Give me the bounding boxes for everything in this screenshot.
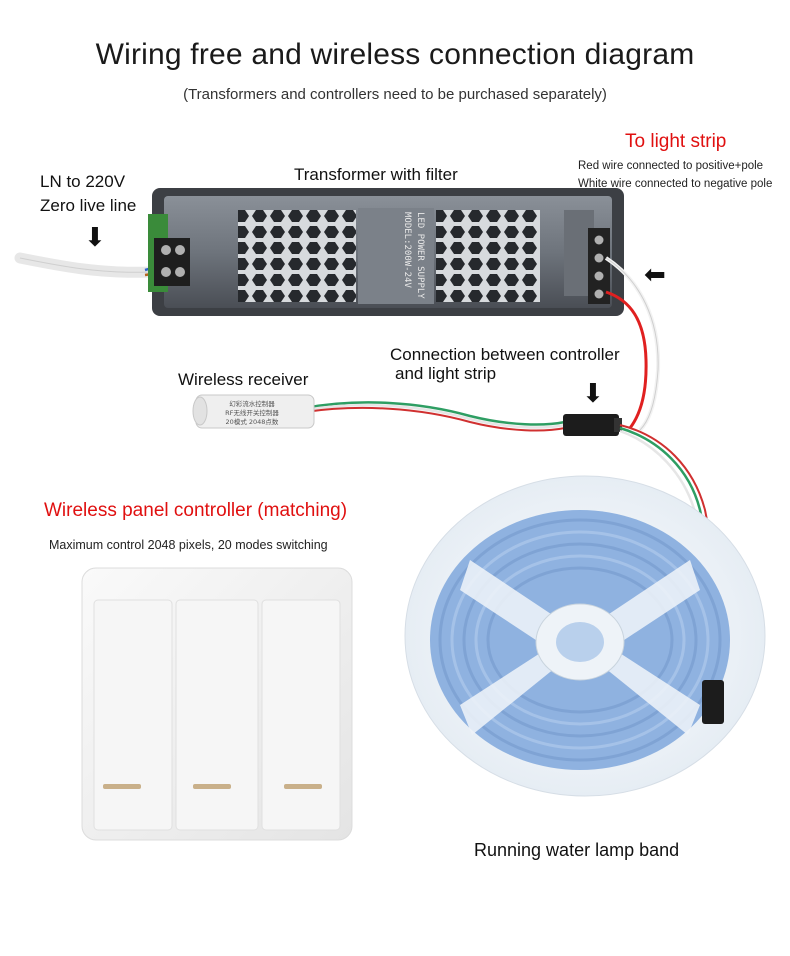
wall-panel-device: [81, 567, 353, 841]
panel-controller-label: Wireless panel controller (matching): [44, 500, 348, 521]
transformer-print-line1: LED POWER SUPPLY: [415, 212, 425, 299]
ln-label-line1: LN to 220V: [40, 172, 126, 191]
transformer-label: Transformer with filter: [294, 165, 458, 184]
panel-spec-label: Maximum control 2048 pixels, 20 modes sw…: [49, 538, 328, 552]
to-light-strip-label: To light strip: [625, 131, 727, 152]
transformer: [148, 188, 624, 316]
receiver-print-3: 20模式 2048点数: [226, 417, 279, 426]
receiver-print-2: RF无线开关控制器: [225, 408, 279, 417]
lamp-band-label: Running water lamp band: [474, 840, 680, 860]
transformer-print: LED POWER SUPPLY MODEL:200W-24V: [366, 212, 426, 300]
connection-label-line1: Connection between controller: [390, 345, 620, 364]
mains-cable: [14, 252, 166, 278]
wireless-receiver-label: Wireless receiver: [178, 370, 309, 389]
white-wire-note: White wire connected to negative pole: [578, 178, 773, 190]
transformer-print-line2: MODEL:200W-24V: [402, 212, 412, 288]
down-arrow-icon: ⬇: [582, 378, 604, 408]
connection-label-line2: and light strip: [395, 364, 497, 383]
receiver-print-1: 幻彩流水控制器: [229, 399, 275, 408]
ln-label-line2: Zero live line: [40, 196, 137, 215]
wireless-receiver: 幻彩流水控制器 RF无线开关控制器 20模式 2048点数: [192, 394, 566, 432]
left-arrow-icon: ⬅: [644, 259, 666, 289]
page-subtitle: (Transformers and controllers need to be…: [183, 86, 607, 103]
output-wires: [604, 256, 661, 432]
page-title: Wiring free and wireless connection diag…: [95, 38, 695, 71]
red-wire-note: Red wire connected to positive+pole: [578, 160, 764, 172]
led-strip-reel: [404, 475, 766, 797]
down-arrow-icon: ⬇: [84, 222, 106, 252]
